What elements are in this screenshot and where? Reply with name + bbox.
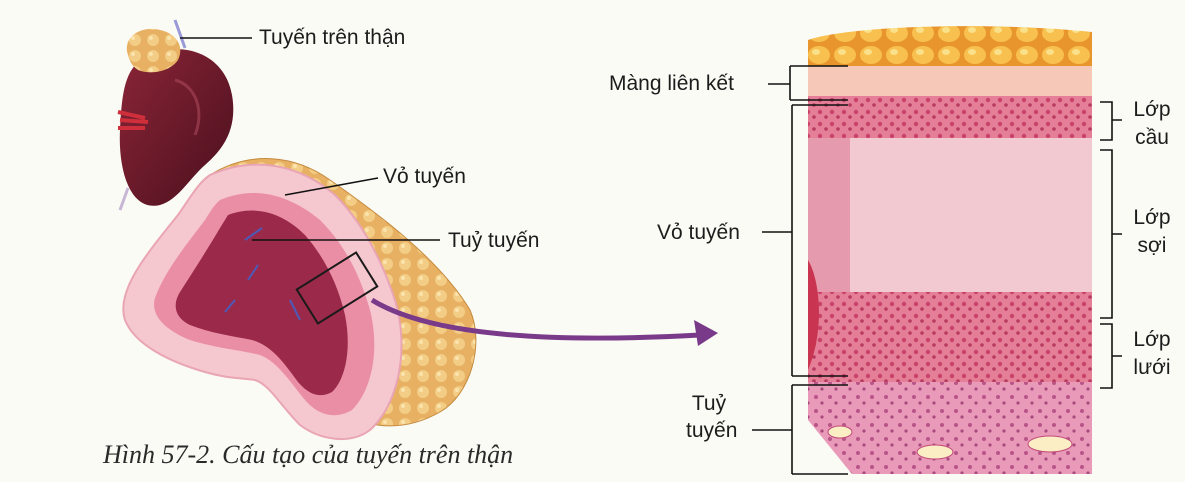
label-lop-luoi-1: Lớp xyxy=(1124,328,1180,352)
label-vo-tuyen-left: Vỏ tuyến xyxy=(383,165,466,189)
label-lop-luoi-2: lưới xyxy=(1124,356,1180,380)
gland-cross-section xyxy=(123,159,718,439)
fat-layer xyxy=(808,26,1092,68)
label-lop-soi-2: sợi xyxy=(1124,234,1180,258)
zona-fasciculata xyxy=(808,138,1092,298)
figure-caption: Hình 57-2. Cấu tạo của tuyến trên thận xyxy=(103,440,513,470)
tissue-section xyxy=(808,26,1092,474)
label-mang-lien-ket: Màng liên kết xyxy=(609,72,734,96)
label-lop-cau-2: cầu xyxy=(1124,126,1180,150)
zona-glomerulosa xyxy=(808,96,1092,140)
zona-reticularis xyxy=(808,292,1092,384)
capsule-layer xyxy=(808,66,1092,98)
medulla-layer xyxy=(808,382,1092,474)
label-tuy-tuyen-right-2: tuyến xyxy=(686,419,737,443)
label-tuyen-tren-than: Tuyến trên thận xyxy=(259,26,405,50)
adrenal-small xyxy=(127,29,180,72)
label-tuy-tuyen-left: Tuỷ tuyến xyxy=(448,229,539,253)
label-tuy-tuyen-right-1: Tuỷ xyxy=(684,392,734,416)
label-lop-soi-1: Lớp xyxy=(1124,206,1180,230)
label-vo-tuyen-right: Vỏ tuyến xyxy=(657,221,740,245)
label-lop-cau-1: Lớp xyxy=(1124,98,1180,122)
